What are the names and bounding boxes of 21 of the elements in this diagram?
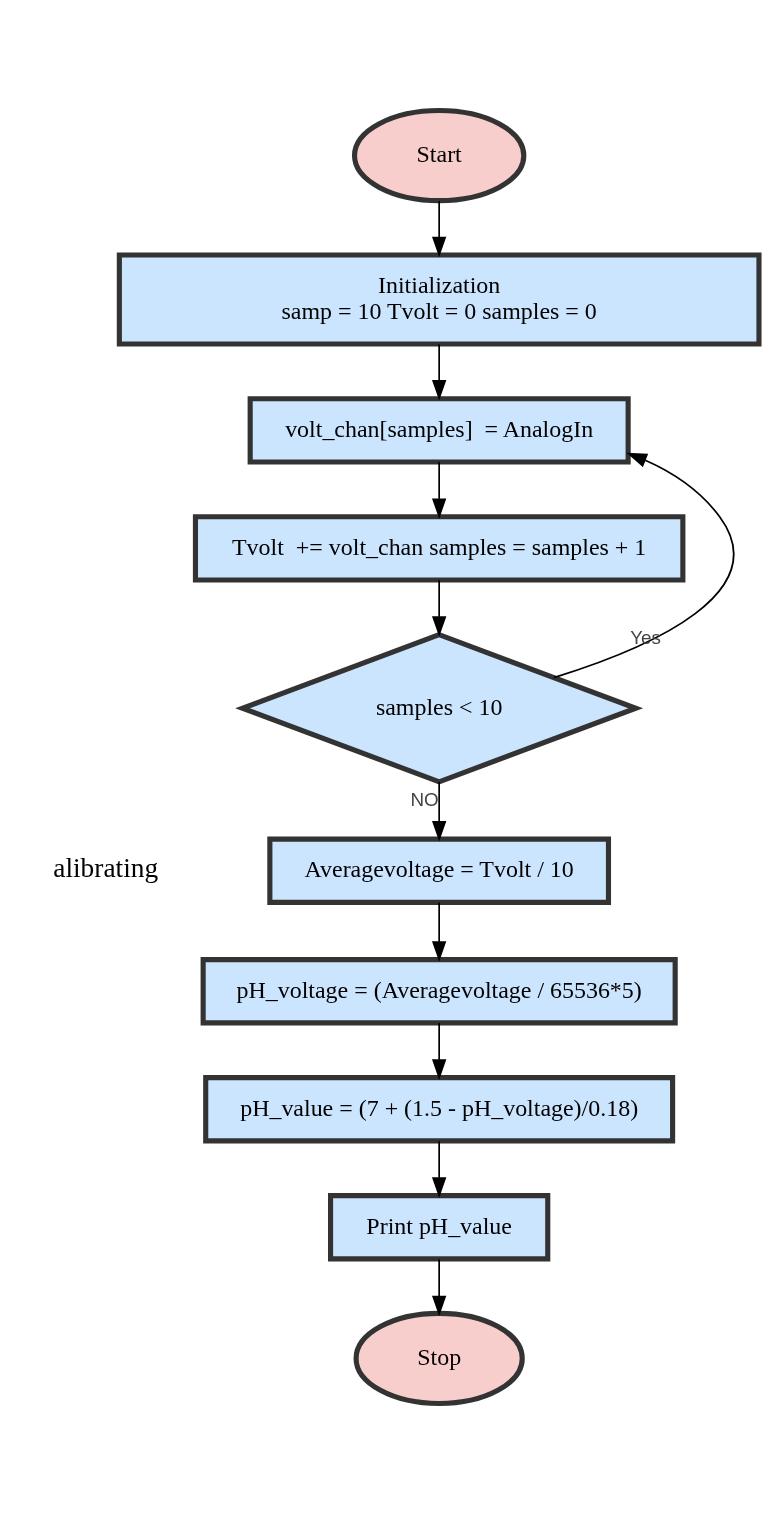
node-box: Tvolt += volt_chan samples = samples + 1: [192, 513, 686, 583]
arrow: [431, 1257, 447, 1316]
node-box: pH_value = (7 + (1.5 - pH_voltage)/0.18): [203, 1074, 676, 1143]
edge-label: NO: [410, 787, 439, 809]
arrow: [431, 343, 447, 401]
arrow: [431, 1139, 447, 1198]
node-ellipse: Start: [351, 107, 527, 203]
node-box: Averagevoltage = Tvolt / 10: [267, 836, 612, 905]
node-box: Initialization samp = 10 Tvolt = 0 samples = 0: [116, 252, 762, 347]
arrow: [431, 780, 447, 842]
arrow: [431, 1021, 447, 1080]
arrow: [553, 452, 735, 678]
arrow: [431, 199, 447, 257]
node-box: pH_voltage = (Averagevoltage / 65536*5): [200, 956, 678, 1025]
node-box: Print pH_value: [328, 1192, 551, 1261]
label: alibrating: [53, 852, 159, 883]
arrow: [431, 460, 447, 519]
node-ellipse: Stop: [353, 1310, 525, 1406]
node-box: volt_chan[samples] = AnalogIn: [247, 395, 631, 465]
arrow: [431, 901, 447, 962]
arrow: [431, 578, 447, 637]
